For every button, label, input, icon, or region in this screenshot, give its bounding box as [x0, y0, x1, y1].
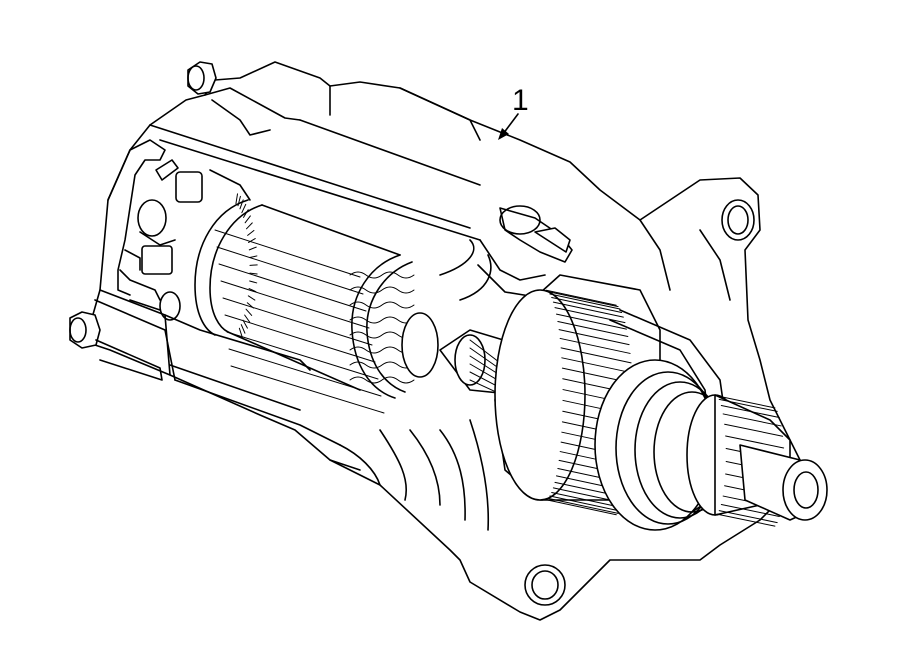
- commutator-rib: [245, 222, 253, 230]
- clutch-rib: [547, 291, 619, 308]
- armature-bar: [222, 297, 373, 346]
- commutator-rib: [240, 324, 246, 334]
- winding-wave: [349, 286, 415, 294]
- commutator-rib: [245, 308, 253, 316]
- clutch-rib: [547, 497, 619, 514]
- pinion-tooth: [718, 510, 778, 524]
- pinion-tooth: [716, 395, 776, 409]
- commutator-rib: [247, 229, 255, 236]
- commutator-rib: [249, 272, 258, 275]
- commutator-rib: [248, 288, 257, 293]
- clutch-rib: [557, 320, 629, 337]
- winding-wave: [349, 361, 415, 369]
- armature-bar: [214, 229, 361, 278]
- clutch-rib: [551, 297, 623, 314]
- clutch-rib: [558, 329, 630, 346]
- armature-bar: [218, 263, 367, 312]
- commutator-rib: [241, 203, 247, 214]
- armature-bar: [228, 348, 382, 397]
- solenoid-lever: [477, 205, 573, 297]
- commutator-rib: [243, 209, 249, 218]
- brush-holder-assembly: [119, 159, 251, 321]
- commutator-rib: [235, 193, 239, 205]
- pinion-tooth: [718, 398, 778, 412]
- commutator-rib: [242, 319, 248, 329]
- pinion-tooth: [716, 513, 776, 527]
- commutator-rib: [244, 314, 251, 323]
- clutch-rib: [559, 337, 631, 354]
- armature-bar: [216, 246, 364, 295]
- clutch-rib: [554, 307, 626, 324]
- commutator-rib: [248, 246, 257, 251]
- clutch-rib: [555, 313, 627, 330]
- pinion-tooth: [725, 435, 785, 449]
- armature-bar: [226, 331, 379, 380]
- commutator-rib: [238, 327, 243, 338]
- clutch-rib: [545, 499, 617, 516]
- through-bolt-top: [187, 61, 217, 95]
- mounting-hole-lower: [524, 564, 566, 606]
- winding-wave: [349, 316, 415, 324]
- clutch-rib: [551, 491, 623, 508]
- commutator-rib: [248, 238, 256, 243]
- winding-wave: [349, 271, 415, 279]
- part-callout-1: 1: [498, 84, 529, 140]
- commutator-rib: [239, 199, 244, 210]
- clutch-rib: [561, 357, 633, 374]
- clutch-rib: [549, 293, 621, 310]
- commutator-rib: [249, 280, 258, 284]
- field-yoke: [339, 239, 492, 531]
- winding-wave: [349, 376, 415, 384]
- commutator-rib: [247, 295, 256, 301]
- pinion-tooth: [724, 423, 784, 437]
- pinion-gear: [686, 394, 828, 527]
- commutator-rib: [237, 195, 241, 207]
- pinion-tooth: [720, 405, 780, 419]
- through-bolt-bottom: [69, 311, 163, 381]
- armature-bar: [220, 280, 370, 329]
- clutch-rib: [552, 301, 624, 318]
- winding-wave: [349, 301, 415, 309]
- pinion-tooth: [720, 503, 780, 517]
- callout-arrowhead: [498, 128, 509, 140]
- callout-label: 1: [512, 84, 529, 117]
- mounting-hole-upper: [721, 199, 755, 241]
- clutch-rib: [549, 495, 621, 512]
- commutator: [194, 193, 263, 338]
- commutator-rib: [249, 255, 258, 259]
- armature-bar: [230, 365, 385, 414]
- commutator-rib: [244, 215, 251, 224]
- starter-motor-housing: [89, 61, 801, 621]
- pinion-tooth: [722, 413, 782, 427]
- clutch-rib: [545, 289, 617, 306]
- clutch-rib: [560, 347, 632, 364]
- armature-bar: [224, 314, 376, 363]
- armature: [214, 204, 415, 414]
